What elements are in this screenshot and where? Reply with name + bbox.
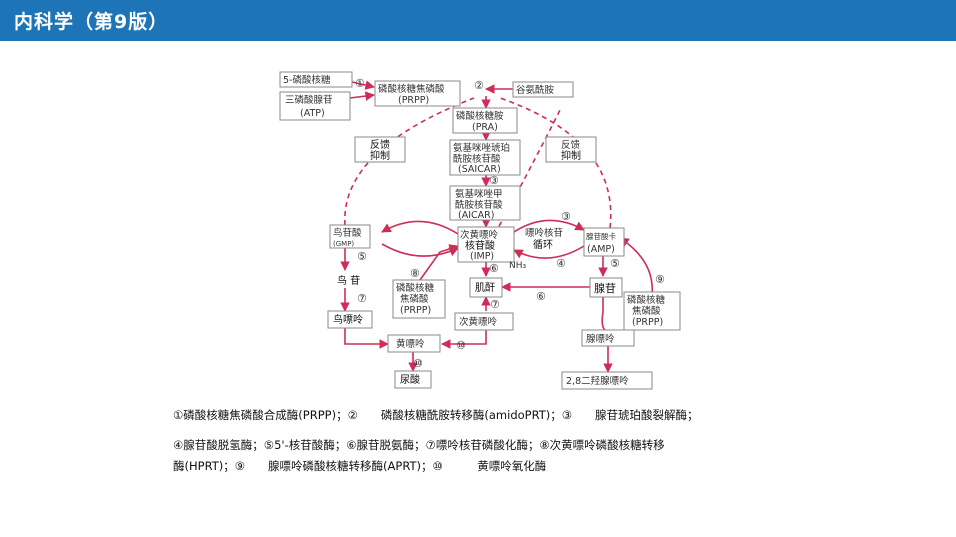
arrow-hprt <box>419 244 459 281</box>
node-prpp: 磷酸核糖焦磷酸 (PRPP) <box>374 80 461 107</box>
svg-text:2,8二羟腺嘌呤: 2,8二羟腺嘌呤 <box>566 375 629 387</box>
page-title: 内科学（第9版） <box>14 11 169 33</box>
node-xanthine: 黄嘌呤 <box>387 334 441 353</box>
svg-text:(PRPP): (PRPP) <box>400 305 431 316</box>
marker-3a: ③ <box>489 174 499 187</box>
legend-line-1: ①磷酸核糖焦磷酸合成酶(PRPP)；② 磷酸核糖酰胺转移酶(amidoPRT)；… <box>173 408 699 422</box>
svg-text:鸟苷酸: 鸟苷酸 <box>333 227 362 239</box>
marker-6a: ⑥ <box>489 262 499 275</box>
svg-text:次黄嘌呤: 次黄嘌呤 <box>459 316 498 328</box>
svg-text:次黄嘌呤: 次黄嘌呤 <box>460 229 499 241</box>
marker-7a: ⑦ <box>357 292 367 305</box>
node-guanine: 鸟嘌呤 <box>327 310 373 329</box>
marker-2: ② <box>474 79 484 92</box>
svg-text:循环: 循环 <box>533 238 553 251</box>
svg-text:肌酐: 肌酐 <box>475 282 495 294</box>
svg-text:抑制: 抑制 <box>561 149 581 162</box>
marker-10b: ⑩ <box>413 357 423 370</box>
svg-text:鸟 苷: 鸟 苷 <box>337 274 360 287</box>
svg-text:反馈: 反馈 <box>370 138 390 151</box>
svg-text:(AMP): (AMP) <box>587 244 615 255</box>
svg-text:焦磷酸: 焦磷酸 <box>400 293 429 305</box>
label-nh3: NH₃ <box>509 261 527 271</box>
node-adenine: 腺嘌呤 <box>581 329 635 347</box>
svg-text:反馈: 反馈 <box>561 139 581 151</box>
node-prpp-aprt: 磷酸核糖 焦磷酸 (PRPP) <box>623 291 681 331</box>
dash-feedback-left <box>344 97 475 226</box>
svg-text:(ATP): (ATP) <box>300 108 325 119</box>
svg-text:尿酸: 尿酸 <box>400 373 420 386</box>
marker-6b: ⑥ <box>536 290 546 303</box>
node-amp: 腺苷酸卡 (AMP) <box>583 227 625 257</box>
node-pra: 磷酸核糖胺 (PRA) <box>452 107 518 134</box>
line-adenosine-adenine <box>601 297 609 333</box>
marker-5b: ⑤ <box>610 257 620 270</box>
marker-9: ⑨ <box>655 273 665 286</box>
svg-text:嘌呤核苷: 嘌呤核苷 <box>525 227 563 239</box>
node-feedback-right: 反馈 抑制 <box>545 136 597 163</box>
svg-text:5-磷酸核糖: 5-磷酸核糖 <box>283 74 331 86</box>
svg-text:抑制: 抑制 <box>370 149 390 162</box>
svg-text:(PRPP): (PRPP) <box>632 317 663 328</box>
arrow-hx-xanthine <box>441 330 487 349</box>
legend-line-3: 酶(HPRT)；⑨ 腺嘌呤磷酸核糖转移酶(APRT)；⑩ 黄嘌呤氧化酶 <box>173 459 547 473</box>
node-gmp: 鸟苷酸 (GMP) <box>329 224 371 249</box>
svg-text:磷酸核糖胺: 磷酸核糖胺 <box>456 110 504 122</box>
svg-text:(GMP): (GMP) <box>333 240 354 248</box>
svg-text:三磷酸腺苷: 三磷酸腺苷 <box>285 94 333 106</box>
node-imp: 次黄嘌呤 核苷酸 (IMP) <box>457 226 515 263</box>
node-dha: 2,8二羟腺嘌呤 <box>561 371 653 390</box>
node-aicar: 氨基咪唑甲 酰胺核苷酸 (AICAR) <box>449 185 521 221</box>
svg-text:磷酸核糖: 磷酸核糖 <box>627 294 666 306</box>
svg-text:(IMP): (IMP) <box>470 251 494 262</box>
marker-1: ① <box>355 77 365 90</box>
svg-text:核苷酸: 核苷酸 <box>465 239 495 252</box>
node-purine-cycle: 嘌呤核苷 循环 <box>525 227 563 251</box>
svg-text:(AICAR): (AICAR) <box>458 210 494 221</box>
arrow-r5p-prpp <box>351 80 375 90</box>
node-prpp-hprt: 磷酸核糖 焦磷酸 (PRPP) <box>392 279 446 319</box>
node-hypoxanthine: 次黄嘌呤 <box>454 312 514 331</box>
svg-text:氨基咪唑甲: 氨基咪唑甲 <box>455 188 503 200</box>
header-bar: 内科学（第9版） <box>0 0 956 41</box>
svg-text:酰胺核苷酸: 酰胺核苷酸 <box>453 153 501 165</box>
node-feedback-left: 反馈 抑制 <box>354 136 406 163</box>
arrow-atp-prpp <box>349 91 375 101</box>
arrow-imp-gmp <box>381 220 459 235</box>
arrow-amp-imp <box>513 245 585 259</box>
legend-line-2: ④腺苷酸脱氢酶；⑤5'-核苷酸酶；⑥腺苷脱氨酶；⑦嘌呤核苷磷酸化酶；⑧次黄嘌呤磷… <box>173 438 665 452</box>
marker-8: ⑧ <box>410 267 420 280</box>
svg-text:(PRPP): (PRPP) <box>398 95 429 106</box>
marker-4: ④ <box>556 257 566 270</box>
svg-text:谷氨酰胺: 谷氨酰胺 <box>516 84 555 96</box>
arrow-guanine-xanthine <box>344 328 389 349</box>
marker-10a: ⑩ <box>456 339 466 352</box>
svg-text:(SAICAR): (SAICAR) <box>458 164 501 175</box>
node-atp: 三磷酸腺苷 (ATP) <box>279 91 351 121</box>
marker-5a: ⑤ <box>357 250 367 263</box>
svg-text:腺苷: 腺苷 <box>594 281 616 295</box>
node-glutamine: 谷氨酰胺 <box>512 81 574 98</box>
svg-text:氨基咪唑琥珀: 氨基咪唑琥珀 <box>453 142 510 154</box>
svg-text:鸟嘌呤: 鸟嘌呤 <box>333 313 363 326</box>
node-inosine: 肌酐 <box>469 277 503 298</box>
svg-text:腺苷酸卡: 腺苷酸卡 <box>586 231 616 241</box>
svg-text:磷酸核糖: 磷酸核糖 <box>396 282 435 294</box>
node-r5p: 5-磷酸核糖 <box>279 71 353 88</box>
node-uric-acid: 尿酸 <box>394 370 432 389</box>
node-adenosine: 腺苷 <box>589 277 623 298</box>
svg-text:(PRA): (PRA) <box>472 122 498 133</box>
svg-text:磷酸核糖焦磷酸: 磷酸核糖焦磷酸 <box>378 83 445 95</box>
marker-3b: ③ <box>561 210 571 223</box>
node-saicar: 氨基咪唑琥珀 酰胺核苷酸 (SAICAR) <box>449 139 521 176</box>
svg-text:酰胺核苷酸: 酰胺核苷酸 <box>455 199 503 211</box>
svg-text:黄嘌呤: 黄嘌呤 <box>396 338 425 350</box>
arrow-imp-amp <box>513 219 585 233</box>
svg-text:腺嘌呤: 腺嘌呤 <box>586 333 615 345</box>
node-guanosine: 鸟 苷 <box>337 274 360 287</box>
svg-text:焦磷酸: 焦磷酸 <box>632 305 661 317</box>
marker-7b: ⑦ <box>490 298 500 311</box>
